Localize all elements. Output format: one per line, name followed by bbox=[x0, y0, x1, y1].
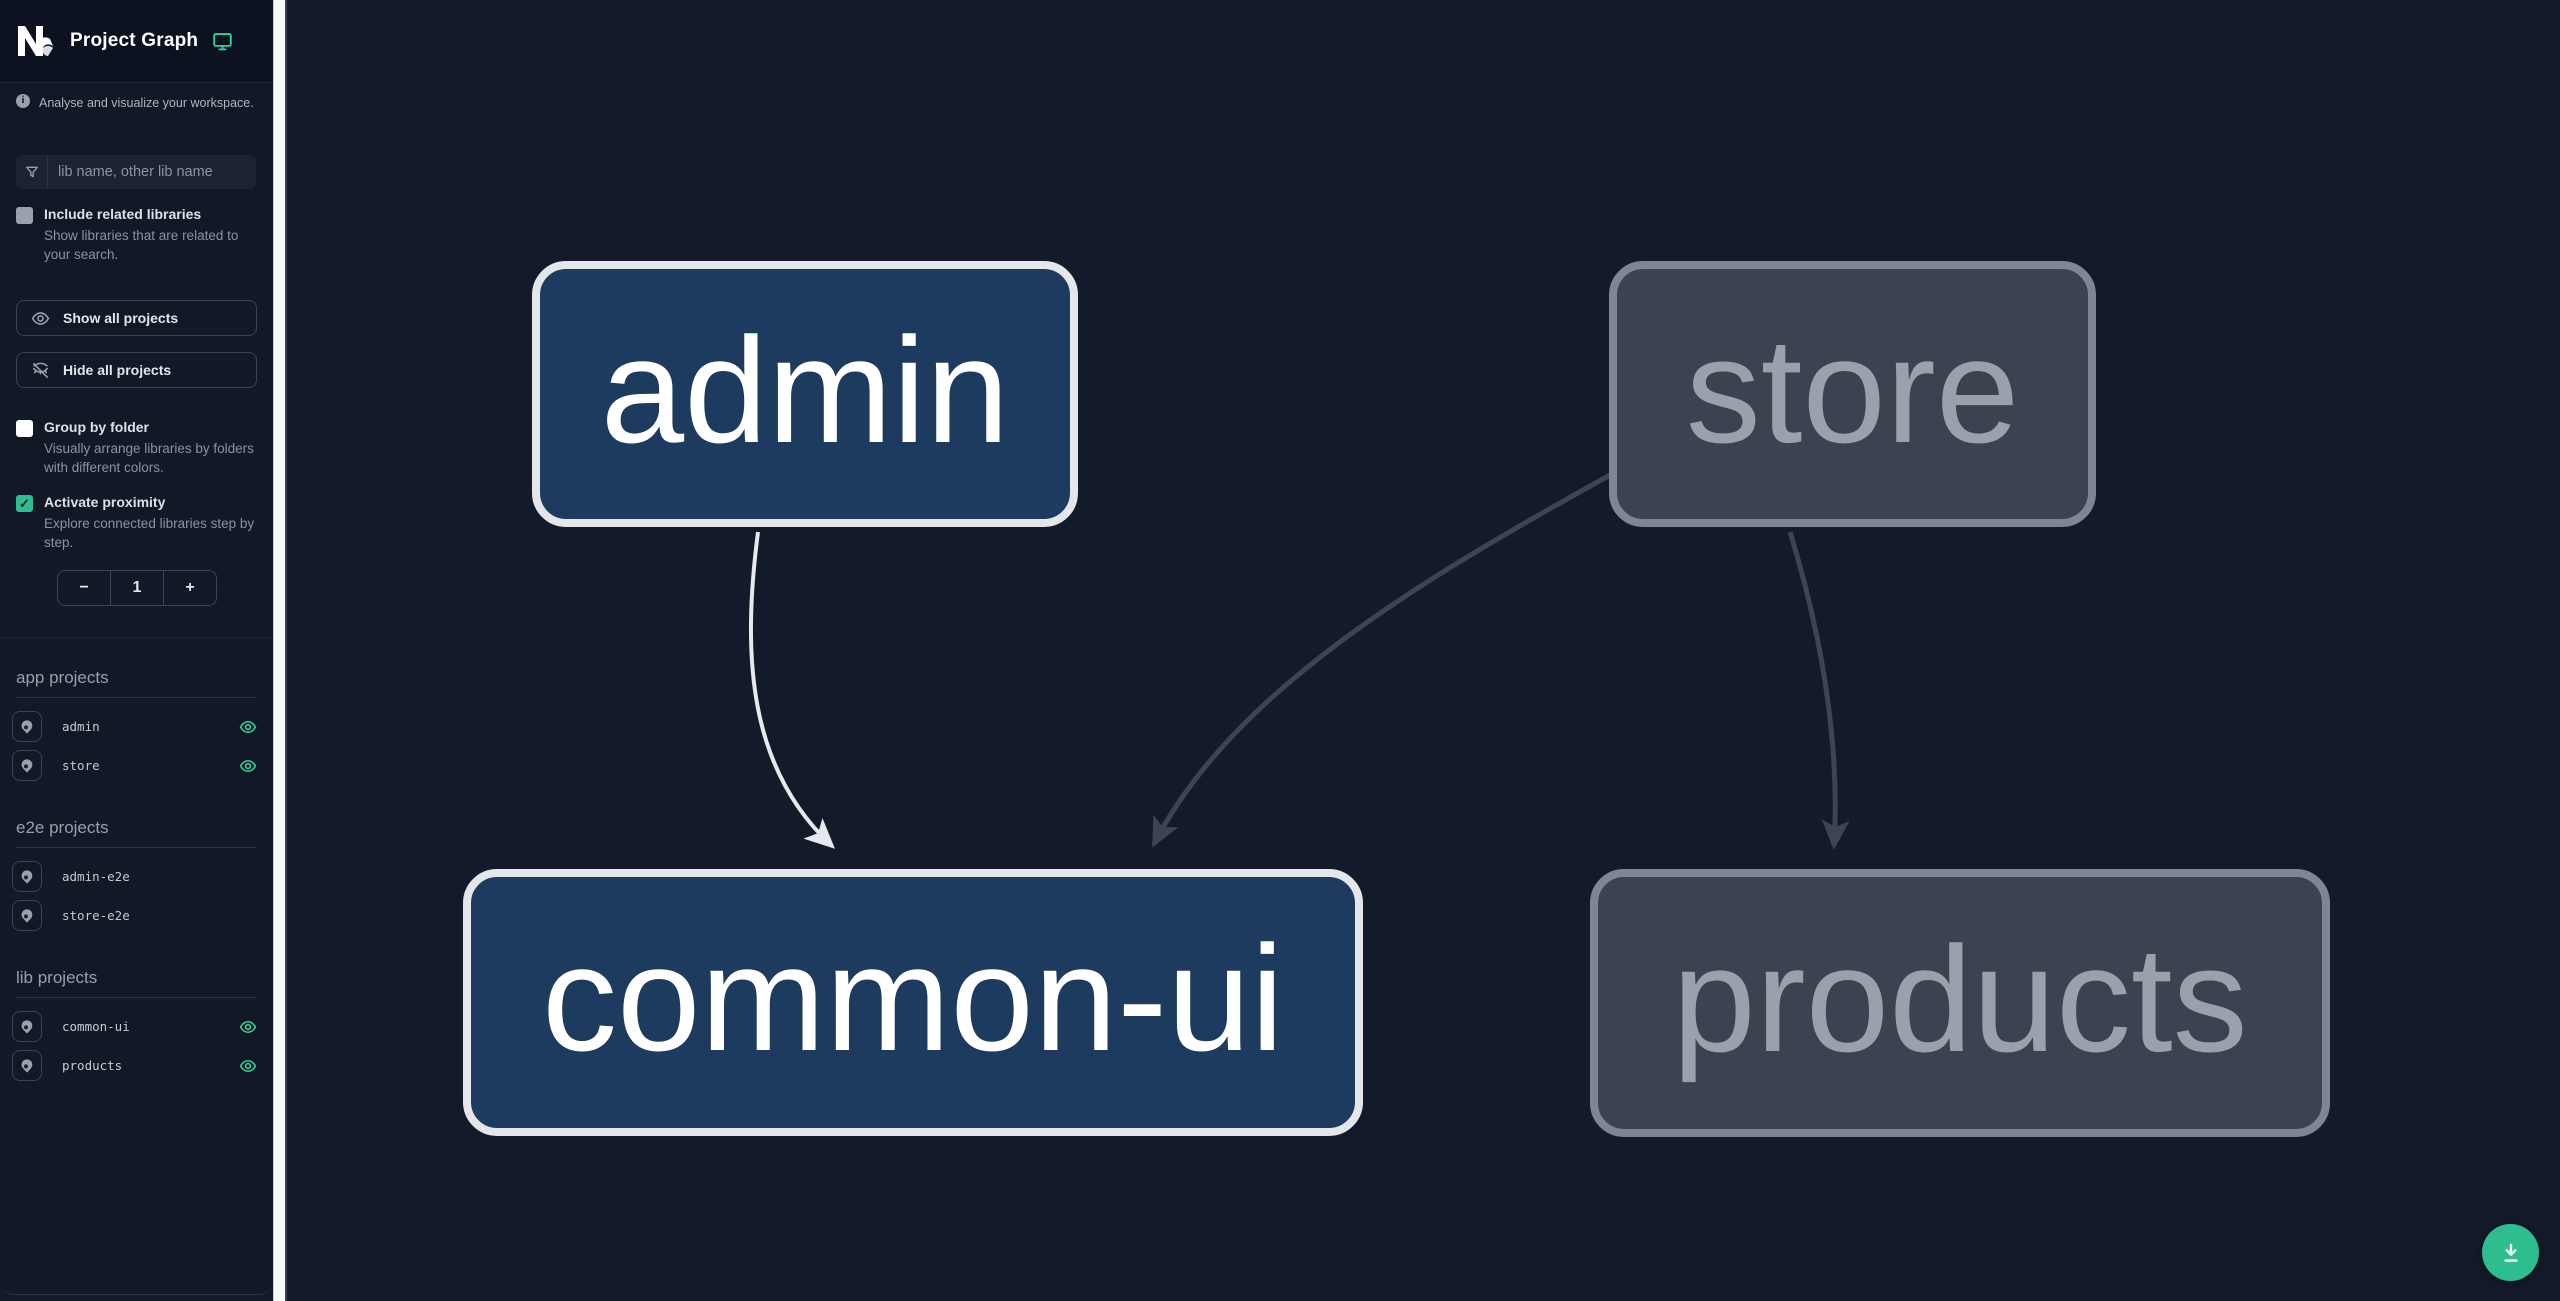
info-icon: i bbox=[16, 94, 30, 108]
eye-icon bbox=[31, 309, 50, 328]
focus-project-button[interactable] bbox=[12, 750, 42, 781]
filter-input[interactable] bbox=[48, 155, 256, 189]
project-visible-eye-icon[interactable] bbox=[239, 1018, 257, 1036]
checkbox-unchecked-icon[interactable] bbox=[16, 420, 33, 437]
download-image-button[interactable] bbox=[2482, 1224, 2539, 1281]
project-visible-eye-icon[interactable] bbox=[239, 757, 257, 775]
section-header-lib-projects: lib projects bbox=[16, 968, 256, 998]
checkbox-description: Show libraries that are related to your … bbox=[44, 227, 239, 263]
pin-icon bbox=[21, 758, 33, 773]
pin-icon bbox=[21, 908, 33, 923]
project-name: admin-e2e bbox=[62, 869, 130, 884]
edge-store-to-common-ui[interactable] bbox=[1151, 471, 1614, 848]
checkbox-checked-icon[interactable]: ✓ bbox=[16, 495, 33, 512]
sidebar-divider bbox=[0, 637, 273, 638]
section-header-e2e-projects: e2e projects bbox=[16, 818, 256, 848]
eye-off-icon bbox=[31, 361, 50, 380]
pin-icon bbox=[21, 1019, 33, 1034]
focus-project-button[interactable] bbox=[12, 861, 42, 892]
graph-node-products[interactable]: products bbox=[1590, 869, 2330, 1137]
proximity-stepper: − 1 + bbox=[57, 570, 217, 606]
proximity-decrement-button[interactable]: − bbox=[79, 579, 89, 596]
checkbox-label: Group by folder bbox=[44, 419, 149, 435]
project-row-common-ui: common-ui bbox=[0, 1011, 273, 1044]
pin-icon bbox=[21, 1058, 33, 1073]
project-row-products: products bbox=[0, 1050, 273, 1083]
show-all-projects-button[interactable]: Show all projects bbox=[16, 300, 257, 336]
focus-project-button[interactable] bbox=[12, 1050, 42, 1081]
sidebar-scrollbar[interactable] bbox=[273, 0, 287, 1301]
filter-box bbox=[16, 155, 256, 189]
sidebar-header: Project Graph bbox=[0, 0, 273, 83]
graph-node-admin[interactable]: admin bbox=[532, 261, 1078, 527]
pin-icon bbox=[21, 719, 33, 734]
filter-icon bbox=[16, 155, 48, 189]
workspace-tagline: i Analyse and visualize your workspace. bbox=[16, 94, 262, 112]
focus-project-button[interactable] bbox=[12, 1011, 42, 1042]
activate-proximity-checkbox[interactable]: ✓ Activate proximity Explore connected l… bbox=[16, 493, 256, 552]
node-label: store bbox=[1685, 305, 2020, 474]
focus-project-button[interactable] bbox=[12, 900, 42, 931]
section-header-app-projects: app projects bbox=[16, 668, 256, 698]
node-label: products bbox=[1672, 914, 2248, 1083]
checkbox-description: Visually arrange libraries by folders wi… bbox=[44, 440, 254, 476]
project-row-store-e2e: store-e2e bbox=[0, 900, 273, 933]
project-row-admin-e2e: admin-e2e bbox=[0, 861, 273, 894]
edge-admin-to-common-ui[interactable] bbox=[748, 531, 835, 849]
sidebar: Project Graph i Analyse and visualize yo… bbox=[0, 0, 273, 1295]
proximity-value: 1 bbox=[110, 571, 163, 605]
project-row-admin: admin bbox=[0, 711, 273, 744]
node-label: admin bbox=[600, 305, 1010, 474]
focus-project-button[interactable] bbox=[12, 711, 42, 742]
monitor-icon[interactable] bbox=[212, 31, 233, 52]
project-name: common-ui bbox=[62, 1019, 130, 1034]
checkbox-unchecked-icon[interactable] bbox=[16, 207, 33, 224]
project-name: admin bbox=[62, 719, 100, 734]
hide-all-projects-button[interactable]: Hide all projects bbox=[16, 352, 257, 388]
edge-store-to-products[interactable] bbox=[1787, 531, 1850, 850]
proximity-increment-button[interactable]: + bbox=[163, 571, 216, 605]
graph-node-common-ui[interactable]: common-ui bbox=[463, 869, 1363, 1136]
checkbox-label: Include related libraries bbox=[44, 206, 202, 222]
project-row-store: store bbox=[0, 750, 273, 783]
group-by-folder-checkbox[interactable]: Group by folder Visually arrange librari… bbox=[16, 418, 256, 477]
project-name: products bbox=[62, 1058, 123, 1073]
checkbox-label: Activate proximity bbox=[44, 494, 166, 510]
checkbox-description: Explore connected libraries step by step… bbox=[44, 515, 255, 551]
project-visible-eye-icon[interactable] bbox=[239, 1057, 257, 1075]
project-visible-eye-icon[interactable] bbox=[239, 718, 257, 736]
graph-node-store[interactable]: store bbox=[1609, 261, 2096, 527]
node-label: common-ui bbox=[542, 914, 1284, 1082]
page-title: Project Graph bbox=[70, 30, 199, 51]
project-name: store-e2e bbox=[62, 908, 130, 923]
nx-logo bbox=[16, 24, 56, 58]
button-label: Hide all projects bbox=[63, 362, 172, 378]
button-label: Show all projects bbox=[63, 310, 179, 326]
download-icon bbox=[2503, 1243, 2518, 1262]
include-related-checkbox[interactable]: Include related libraries Show libraries… bbox=[16, 205, 256, 264]
project-name: store bbox=[62, 758, 100, 773]
pin-icon bbox=[21, 869, 33, 884]
